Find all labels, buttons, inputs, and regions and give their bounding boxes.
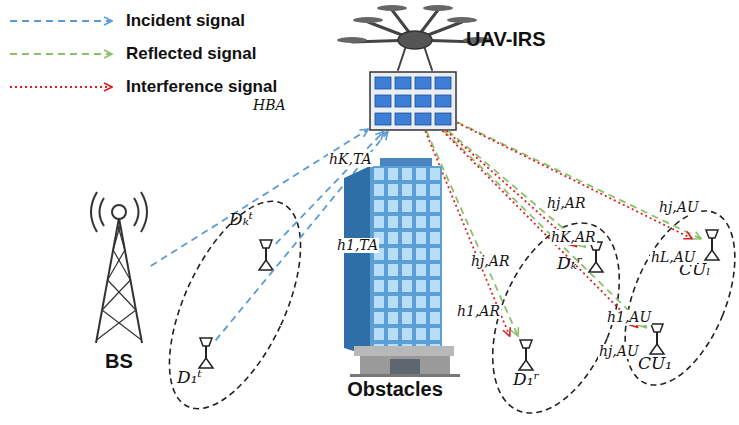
legend-sample <box>8 44 118 64</box>
irs-panel <box>370 72 456 130</box>
channel-label: h1,AU <box>606 310 652 325</box>
node-symbol: Dₖᵗ <box>229 210 253 229</box>
legend-sample <box>8 11 118 31</box>
receiver-node: D₁ʳ <box>517 338 535 370</box>
channel-label: hL,AU <box>650 250 697 265</box>
legend-sample <box>8 77 118 97</box>
antenna-icon <box>519 340 533 370</box>
legend-text: Reflected signal <box>126 44 256 64</box>
antenna-icon <box>259 240 273 270</box>
channel-label: h1,AR <box>456 304 501 319</box>
legend-row: Incident signal <box>8 4 277 37</box>
node-symbol: D₁ʳ <box>513 370 539 389</box>
transmitter-node: D₁ᵗ <box>197 336 215 368</box>
node-symbol: Dₖʳ <box>557 254 583 273</box>
channel-label: hj,AR <box>546 196 586 211</box>
node-symbol: CU₁ <box>638 354 672 373</box>
base-station-node: BS <box>88 200 150 372</box>
legend-row: Interference signal <box>8 70 277 103</box>
antenna-icon <box>589 242 603 272</box>
node-label: BS <box>88 350 150 372</box>
channel-label: hK,TA <box>328 152 373 167</box>
antenna-icons <box>199 230 719 370</box>
cellular-user-node: CUₗ <box>703 228 721 260</box>
user-group-ellipse <box>603 195 739 400</box>
transmitter-node: Dₖᵗ <box>257 238 275 270</box>
antenna-icon <box>199 338 213 368</box>
reflected-signal <box>457 122 701 239</box>
node-label: Obstacles <box>330 378 460 400</box>
antenna-icon <box>650 324 664 354</box>
node-symbol: D₁ᵗ <box>177 368 202 387</box>
channel-label: hj,AU <box>658 200 700 215</box>
legend: Incident signalReflected signalInterfere… <box>8 4 277 103</box>
channel-label: hj,AU <box>598 344 640 359</box>
reflected-signal <box>444 131 647 328</box>
uav-irs-node: UAV-IRS <box>370 72 456 130</box>
antenna-icon <box>705 230 719 260</box>
building-picture <box>330 150 460 400</box>
interference-signal <box>442 131 637 328</box>
channel-label: hK,AR <box>550 230 597 245</box>
bs-tower <box>91 192 147 343</box>
legend-text: Incident signal <box>126 11 245 31</box>
node-label: UAV-IRS <box>466 28 546 50</box>
legend-text: Interference signal <box>126 77 277 97</box>
legend-row: Reflected signal <box>8 37 277 70</box>
cellular-user-node: CU₁ <box>648 322 666 354</box>
transmitter-group-ellipse <box>142 182 327 425</box>
channel-label: HBA <box>252 98 287 113</box>
obstacle-building: Obstacles <box>330 150 460 400</box>
channel-label: hj,AR <box>470 254 510 269</box>
channel-label: h1,TA <box>336 238 379 253</box>
